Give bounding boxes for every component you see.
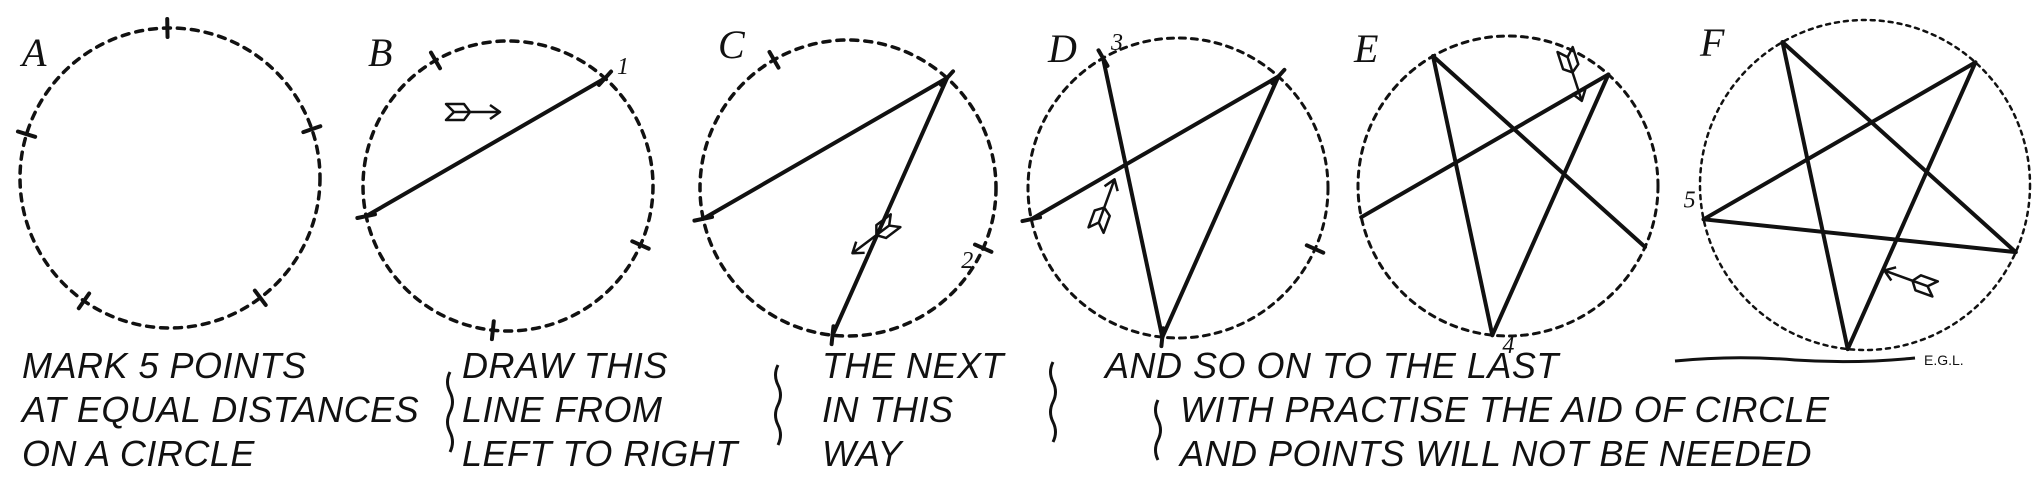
arrow-shape xyxy=(444,102,502,122)
caption-b-line-3: LEFT TO RIGHT xyxy=(462,433,738,474)
panel-letter-b: B xyxy=(368,30,392,75)
dotted-circle xyxy=(1698,18,2032,352)
star-line-2 xyxy=(1160,74,1281,340)
signature-line xyxy=(1674,356,1916,364)
star-line-1 xyxy=(1701,60,1978,222)
dotted-circle xyxy=(18,26,322,330)
caption-b-line-1: DRAW THIS xyxy=(462,345,668,386)
caption-e-line-2: AND POINTS WILL NOT BE NEEDED xyxy=(1180,433,1812,474)
point-mark xyxy=(489,319,496,342)
caption-d: AND SO ON TO THE LAST xyxy=(1105,344,1559,388)
caption-e: WITH PRACTISE THE AID OF CIRCLE AND POIN… xyxy=(1180,388,1830,476)
point-label-5: 5 xyxy=(1684,187,1696,213)
point-mark xyxy=(972,242,994,254)
panel-e: E4 xyxy=(1353,26,1660,359)
separator-4 xyxy=(1154,399,1162,461)
caption-c: THE NEXT IN THIS WAY xyxy=(822,344,1004,476)
star-line-3 xyxy=(1101,56,1165,340)
point-mark xyxy=(767,50,781,70)
point-mark xyxy=(15,129,38,139)
direction-arrow-icon xyxy=(1087,178,1119,235)
arrow-shape xyxy=(1883,266,1940,298)
panel-letter-f: F xyxy=(1699,20,1725,65)
direction-arrow-icon xyxy=(1883,266,1940,298)
separator-3 xyxy=(1049,361,1057,443)
caption-c-line-3: WAY xyxy=(822,433,903,474)
panel-c: C2 xyxy=(692,22,998,347)
panel-letter-a: A xyxy=(19,30,47,75)
caption-a-line-1: MARK 5 POINTS xyxy=(22,345,307,386)
point-label-4: 4 xyxy=(1502,333,1514,359)
point-mark xyxy=(429,50,442,71)
point-label-1: 1 xyxy=(617,54,629,80)
caption-a-line-3: ON A CIRCLE xyxy=(22,433,255,474)
star-line-1 xyxy=(364,76,608,219)
dotted-circle xyxy=(1026,36,1330,340)
dotted-circle xyxy=(1356,34,1660,338)
caption-separators xyxy=(446,356,1916,461)
caption-e-line-1: WITH PRACTISE THE AID OF CIRCLE xyxy=(1180,389,1830,430)
panel-a: A xyxy=(15,17,323,330)
point-mark xyxy=(76,291,92,311)
point-label-3: 3 xyxy=(1110,30,1123,56)
star-line-1 xyxy=(1029,74,1281,222)
caption-b: DRAW THIS LINE FROM LEFT TO RIGHT xyxy=(462,344,738,476)
arrow-shape xyxy=(1087,178,1119,235)
caption-d-line-1: AND SO ON TO THE LAST xyxy=(1105,345,1559,386)
caption-a: MARK 5 POINTS AT EQUAL DISTANCES ON A CI… xyxy=(22,344,419,476)
star-line-2 xyxy=(1490,72,1611,338)
panel-letter-c: C xyxy=(718,22,746,67)
star-line-3 xyxy=(1780,40,1850,352)
caption-c-line-1: THE NEXT xyxy=(822,345,1005,386)
separator-2 xyxy=(774,364,782,446)
caption-c-line-2: IN THIS xyxy=(822,389,954,430)
star-line-2 xyxy=(1845,60,1978,352)
panel-f: F5 xyxy=(1684,18,2032,352)
arrow-shape xyxy=(1556,45,1587,103)
arrow-shape xyxy=(851,213,902,255)
point-label-2: 2 xyxy=(961,248,973,274)
star-line-5 xyxy=(1701,217,2018,255)
star-line-3 xyxy=(1431,54,1495,338)
star-line-1 xyxy=(1359,72,1611,220)
panel-letter-e: E xyxy=(1353,26,1378,71)
panel-letter-d: D xyxy=(1047,26,1077,71)
caption-b-line-2: LINE FROM xyxy=(462,389,663,430)
star-line-4 xyxy=(1780,40,2018,255)
separator-1 xyxy=(446,371,454,453)
dotted-circle xyxy=(361,39,655,333)
point-mark xyxy=(301,124,323,135)
point-mark xyxy=(1304,243,1326,255)
direction-arrow-icon xyxy=(1556,45,1587,103)
point-mark xyxy=(630,239,651,251)
star-line-4 xyxy=(1431,54,1648,250)
dotted-circle xyxy=(698,38,998,338)
direction-arrow-icon xyxy=(444,102,502,122)
signature: E.G.L. xyxy=(1924,352,1964,368)
star-line-1 xyxy=(701,76,950,221)
star-line-2 xyxy=(830,76,950,338)
point-mark xyxy=(252,288,268,307)
caption-a-line-2: AT EQUAL DISTANCES xyxy=(22,389,420,430)
direction-arrow-icon xyxy=(851,213,902,255)
